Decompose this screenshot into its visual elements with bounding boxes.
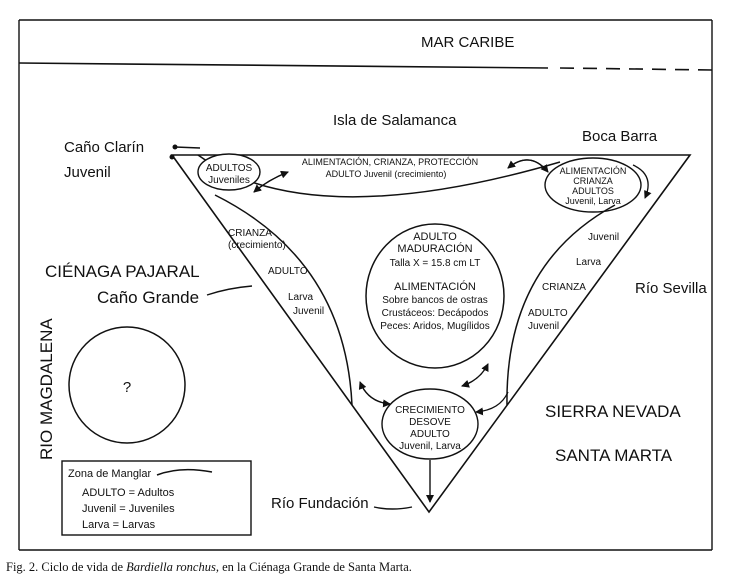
cienaga-pajaral-label: CIÉNAGA PAJARAL (45, 262, 200, 281)
sea-label: MAR CARIBE (421, 34, 514, 51)
boca-barra-ellipse (544, 157, 642, 213)
right-band-adulto: ADULTO (528, 308, 568, 319)
coastline (18, 62, 549, 69)
left-band-juvenil: Juvenil (293, 306, 324, 317)
top-band-line-1: ALIMENTACIÓN, CRIANZA, PROTECCIÓN (302, 157, 478, 167)
caption-species: Bardiella ronchus, (126, 560, 219, 574)
cano-grande-line (206, 285, 253, 296)
left-band-larva: Larva (288, 292, 313, 303)
arrow-bottom-to-left (358, 381, 391, 405)
arrow-bocabarra-down (632, 164, 652, 199)
adultos-juveniles-ellipse (197, 153, 261, 191)
juvenil-left-label: Juvenil (64, 164, 111, 181)
center-line-6: Sobre bancos de ostras (382, 295, 488, 306)
legend-item-adulto: ADULTO = Adultos (82, 487, 175, 499)
center-line-8: Peces: Aridos, Mugílidos (380, 321, 490, 332)
rio-magdalena-label: RIO MAGDALENA (37, 318, 56, 460)
unknown-zone-circle (68, 326, 186, 444)
arrow-bottom-to-center (461, 363, 489, 387)
center-line-2: MADURACIÓN (397, 242, 472, 255)
bottom-line-2: DESOVE (409, 417, 451, 428)
cano-clarin-label: Caño Clarín (64, 139, 144, 156)
juveniles-label: Juveniles (208, 175, 250, 186)
sierra-nevada-label: SIERRA NEVADA (545, 402, 681, 421)
arrow-left-to-bottom (359, 381, 391, 408)
arrow-bocabarra-to-topband (507, 159, 549, 173)
rio-fundacion-line (373, 506, 413, 510)
legend-item-larva: Larva = Larvas (82, 519, 156, 531)
right-band-juvenil-2: Juvenil (528, 321, 559, 332)
right-band-crianza: CRIANZA (542, 282, 586, 293)
coastline-dashed (559, 67, 713, 71)
right-band-curve (506, 204, 616, 406)
cano-grande-label: Caño Grande (97, 288, 199, 307)
bb-line-1: ALIMENTACIÓN (560, 166, 627, 176)
center-line-3: Talla X = 15.8 cm LT (390, 258, 481, 269)
bb-line-4: Juvenil, Larva (565, 196, 621, 206)
left-band-curve (214, 194, 353, 406)
bottom-line-4: Juvenil, Larva (399, 441, 461, 452)
rio-sevilla-label: Río Sevilla (635, 280, 707, 297)
figure-caption: Fig. 2. Ciclo de vida de Bardiella ronch… (6, 560, 412, 575)
santa-marta-label: SANTA MARTA (555, 446, 673, 465)
center-circle (365, 223, 505, 369)
bb-line-2: CRIANZA (573, 176, 613, 186)
right-band-juvenil-1: Juvenil (588, 232, 619, 243)
boca-barra-label: Boca Barra (582, 128, 658, 145)
caption-suffix: en la Ciénaga Grande de Santa Marta. (218, 560, 412, 574)
right-band-larva: Larva (576, 257, 601, 268)
legend-mangrove-symbol (156, 468, 213, 476)
center-line-1: ADULTO (413, 231, 457, 243)
lagoon-triangle (170, 154, 692, 514)
island-label: Isla de Salamanca (333, 112, 457, 129)
question-mark: ? (123, 379, 131, 396)
left-band-crianza: CRIANZA (228, 228, 272, 239)
life-cycle-diagram: MAR CARIBE Isla de Salamanca Boca Barra … (18, 19, 713, 551)
left-band-adulto: ADULTO (268, 266, 308, 277)
legend-box (61, 460, 252, 536)
caption-prefix: Fig. 2. Ciclo de vida de (6, 560, 127, 574)
legend-item-juvenil: Juvenil = Juveniles (82, 503, 175, 515)
cano-clarin-line (174, 146, 201, 149)
legend-title: Zona de Manglar (68, 468, 151, 480)
center-line-7: Crustáceos: Decápodos (382, 308, 489, 319)
bottom-line-1: CRECIMIENTO (395, 405, 465, 416)
arrow-center-to-bottom (461, 363, 489, 388)
adultos-label: ADULTOS (206, 163, 253, 174)
arrow-right-to-bottom (475, 391, 509, 416)
bottom-line-3: ADULTO (410, 429, 450, 440)
arrow-topband-to-adultos (253, 171, 289, 193)
center-line-5: ALIMENTACIÓN (394, 280, 476, 293)
left-band-crecimiento: (crecimiento) (228, 240, 286, 251)
juvenil-dot (169, 154, 175, 160)
bb-line-3: ADULTOS (572, 186, 614, 196)
top-band-line-2: ADULTO Juvenil (crecimiento) (326, 169, 447, 179)
bottom-ellipse (381, 388, 479, 460)
rio-fundacion-label: Río Fundación (271, 495, 369, 512)
